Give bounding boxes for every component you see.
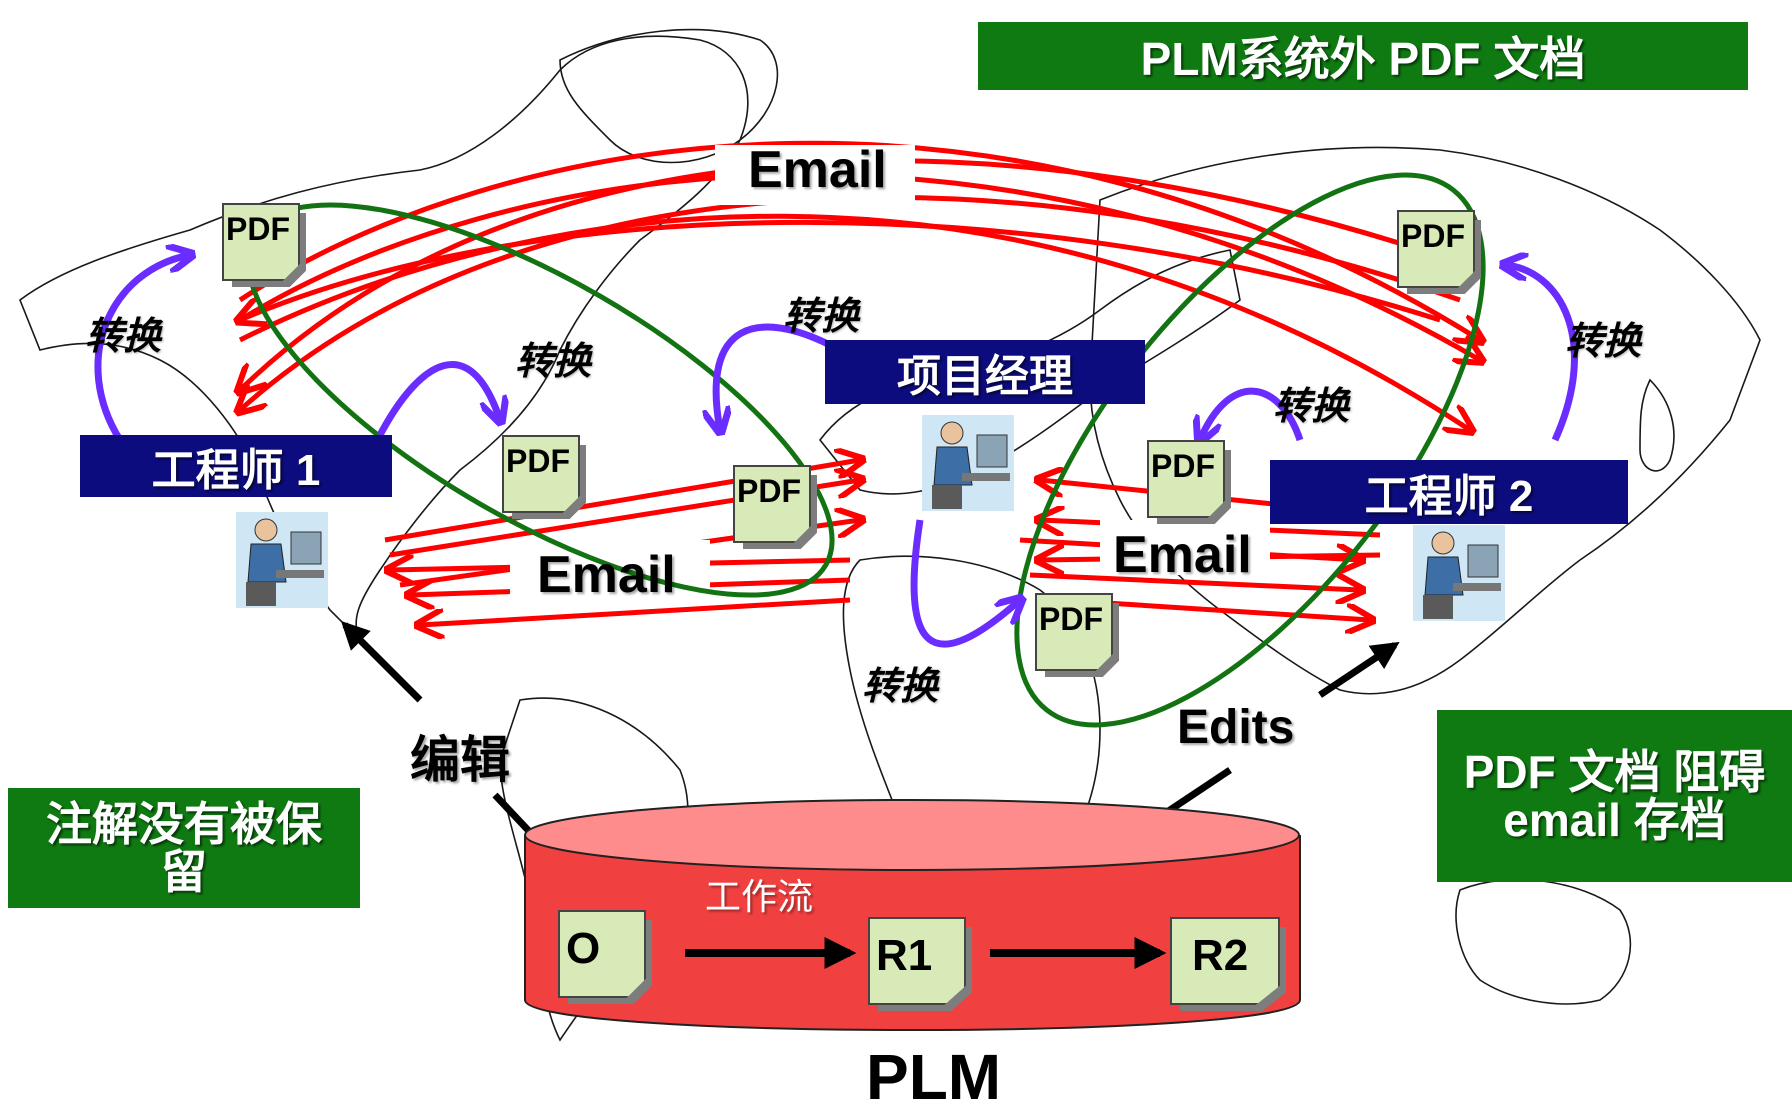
note-pdf-email-archive: PDF 文档 阻碍 email 存档 (1437, 710, 1792, 882)
pdf-doc-5: PDF (1035, 593, 1119, 677)
edit-label-cn: 编辑 (410, 732, 510, 788)
workflow-step-o-label: O (566, 924, 601, 973)
workflow-step-r1-label: R1 (876, 931, 933, 980)
pdf-doc-4: PDF (1147, 440, 1231, 524)
banner-outside-plm: PLM系统外 PDF 文档 (978, 22, 1748, 90)
banner-outside-plm-text: PLM系统外 PDF 文档 (1140, 33, 1586, 85)
convert-label-6: 转换 (1565, 318, 1642, 363)
pdf-doc-2: PDF (502, 435, 586, 519)
pdf-doc-2-label: PDF (506, 443, 570, 479)
workflow-step-r1: R1 (868, 917, 972, 1011)
workflow-step-r2-label: R2 (1192, 931, 1249, 980)
email-label-right: Email (1113, 526, 1252, 584)
role-project-manager-label: 项目经理 (897, 352, 1073, 401)
convert-label-1: 转换 (85, 313, 162, 358)
engineer-1-person-icon (236, 512, 328, 608)
note-annotations-lost-text: 注解没有被保留 (46, 797, 322, 898)
email-label-top: Email (748, 141, 887, 199)
email-label-backing-top (715, 145, 915, 205)
pdf-doc-6-label: PDF (1401, 218, 1465, 254)
role-engineer-1: 工程师 1 (80, 435, 392, 497)
edit-label-en: Edits (1177, 701, 1295, 754)
pdf-doc-1: PDF (222, 203, 306, 287)
plm-label: PLM (866, 1041, 1002, 1113)
convert-label-2: 转换 (515, 338, 592, 383)
pdf-doc-3: PDF (733, 465, 817, 549)
role-engineer-1-label: 工程师 1 (151, 446, 321, 495)
pdf-doc-1-label: PDF (226, 211, 290, 247)
role-engineer-2: 工程师 2 (1270, 460, 1628, 524)
email-label-backing-right (1100, 520, 1270, 575)
note-annotations-lost: 注解没有被保留 (8, 788, 360, 908)
convert-label-5: 转换 (1273, 383, 1350, 428)
convert-label-3: 转换 (783, 293, 860, 338)
pdf-doc-4-label: PDF (1151, 448, 1215, 484)
workflow-step-o: O (558, 910, 652, 1004)
pdf-doc-6: PDF (1397, 210, 1481, 294)
convert-arrows (94, 255, 1578, 648)
manager-person-icon (922, 415, 1014, 511)
pdf-doc-3-label: PDF (737, 473, 801, 509)
role-engineer-2-label: 工程师 2 (1364, 472, 1534, 521)
engineer-2-person-icon (1413, 525, 1505, 621)
workflow-step-r2: R2 (1170, 917, 1286, 1011)
role-project-manager: 项目经理 (825, 340, 1145, 404)
workflow-label: 工作流 (705, 876, 814, 917)
convert-label-4: 转换 (862, 663, 939, 708)
pdf-doc-5-label: PDF (1039, 601, 1103, 637)
email-label-left: Email (537, 546, 676, 604)
note-pdf-email-archive-text: PDF 文档 阻碍 email 存档 (1463, 745, 1766, 846)
